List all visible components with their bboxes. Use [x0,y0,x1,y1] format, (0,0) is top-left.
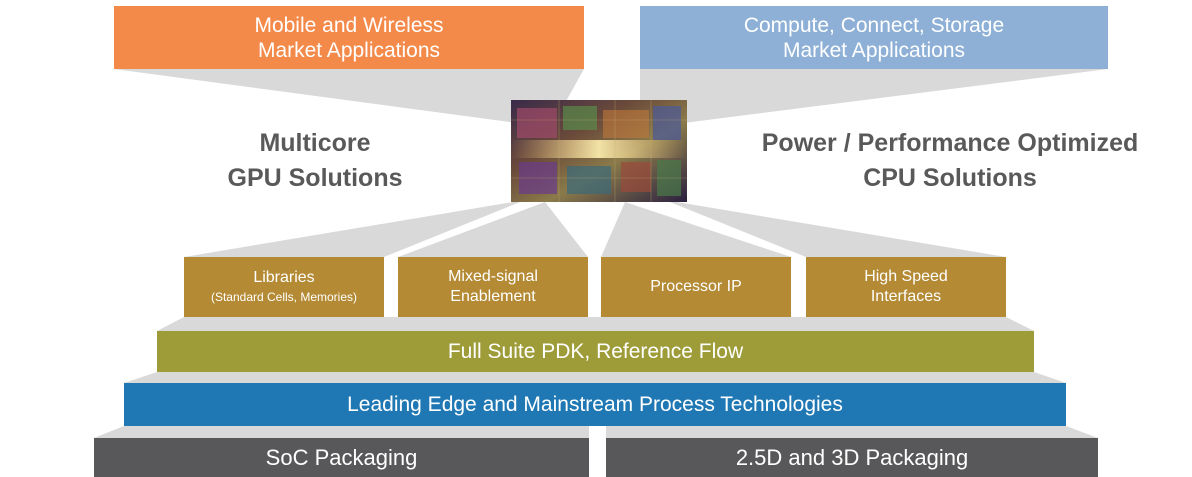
libraries-label: Libraries [253,269,315,286]
connector-ray [398,202,588,257]
connector-ray [124,372,1066,383]
market-mobile-line1: Mobile and Wireless [254,13,444,37]
chip-die-image [511,100,687,202]
high-speed-line2: Interfaces [870,288,942,305]
ip-block-processor: Processor IP [601,257,791,317]
mixed-signal-line2: Enablement [450,288,536,305]
connector-ray [606,426,1098,438]
packaging-2-5d-3d: 2.5D and 3D Packaging [606,438,1098,477]
connector-ray [184,200,525,257]
ip-block-libraries: Libraries (Standard Cells, Memories) [184,257,384,317]
3d-packaging-label: 2.5D and 3D Packaging [735,444,969,470]
pdk-layer: Full Suite PDK, Reference Flow [157,331,1034,372]
pdk-label: Full Suite PDK, Reference Flow [447,339,744,363]
market-mobile-line2: Market Applications [257,38,441,62]
connector-ray [665,200,1006,257]
market-compute-line2: Market Applications [782,38,966,62]
cpu-label-line2: CPU Solutions [863,164,1037,192]
connector-ray [157,317,1034,331]
process-technology-layer: Leading Edge and Mainstream Process Tech… [124,383,1066,426]
libraries-sublabel: (Standard Cells, Memories) [210,290,358,304]
gpu-label-line1: Multicore [259,129,371,157]
gpu-label-line2: GPU Solutions [227,164,403,192]
market-compute-connect-storage: Compute, Connect, Storage Market Applica… [640,6,1108,69]
market-compute-line1: Compute, Connect, Storage [743,13,1005,37]
high-speed-line1: High Speed [864,268,948,285]
connector-ray [114,69,584,126]
market-mobile-wireless: Mobile and Wireless Market Applications [114,6,584,69]
cpu-solutions-label: Power / Performance Optimized CPU Soluti… [715,126,1185,196]
packaging-soc: SoC Packaging [94,438,589,477]
mixed-signal-line1: Mixed-signal [448,268,538,285]
connector-ray [601,202,791,257]
ip-block-high-speed-interfaces: High Speed Interfaces [806,257,1006,317]
cpu-label-line1: Power / Performance Optimized [761,129,1139,157]
ip-block-mixed-signal: Mixed-signal Enablement [398,257,588,317]
process-label: Leading Edge and Mainstream Process Tech… [347,392,843,416]
gpu-solutions-label: Multicore GPU Solutions [180,126,450,196]
connector-ray [640,69,1108,126]
connector-ray [94,426,589,438]
processor-ip-label: Processor IP [650,278,742,295]
soc-packaging-label: SoC Packaging [265,444,418,470]
